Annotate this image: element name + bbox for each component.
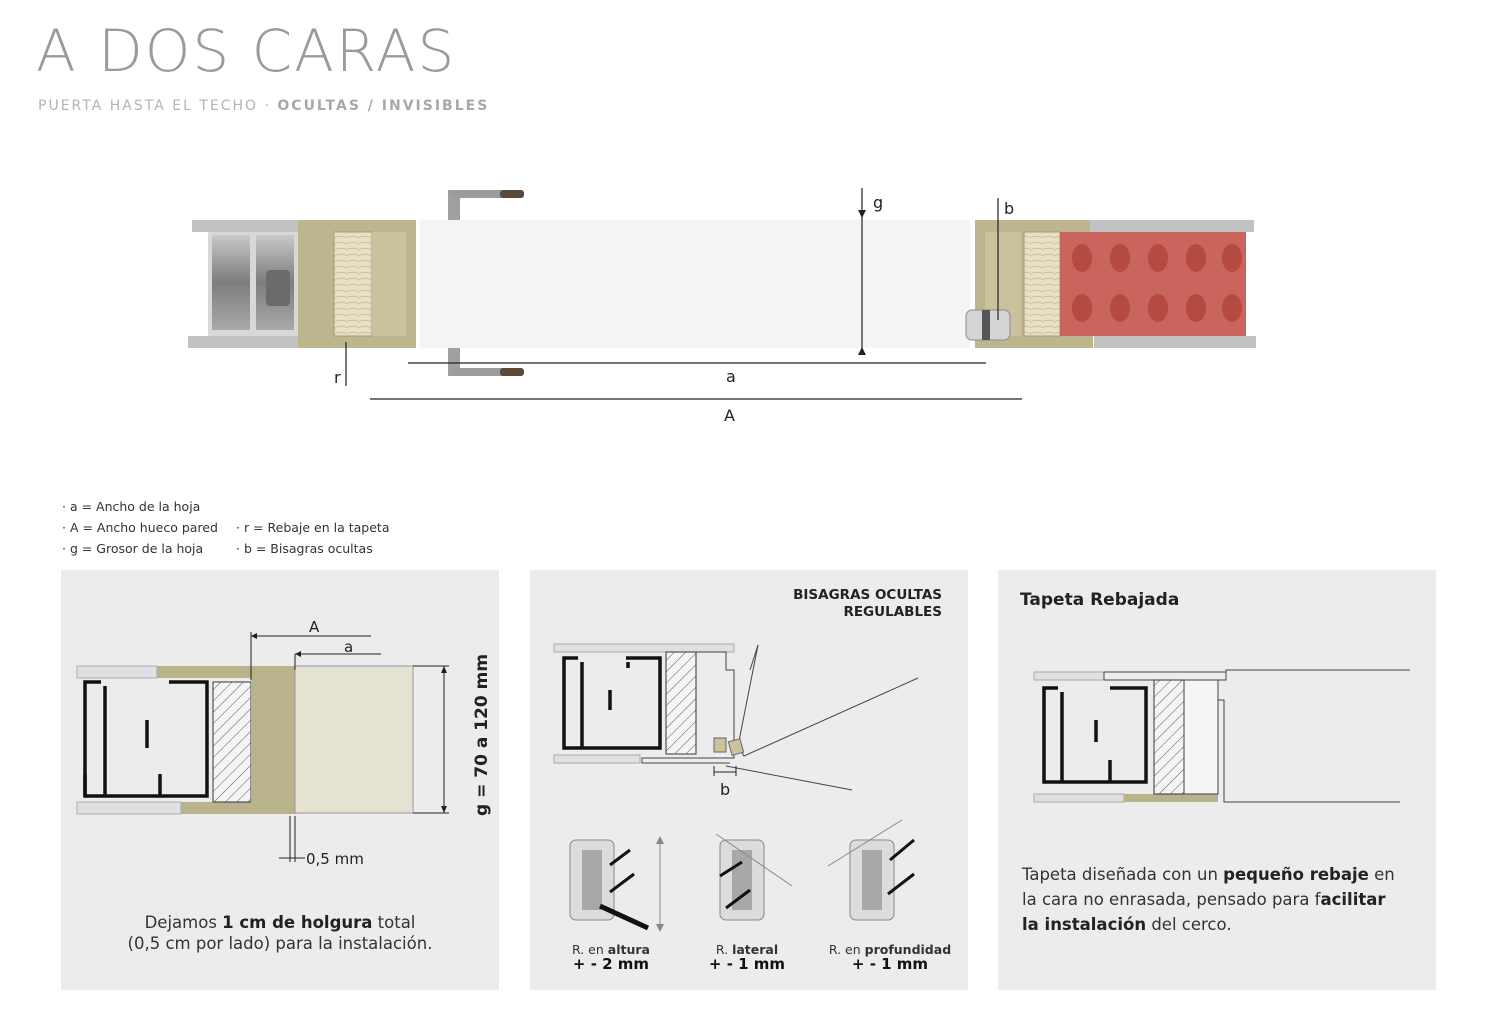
left-jamb <box>372 232 406 336</box>
p2-adjust-depth: R. en profundidad + - 1 mm <box>820 942 960 972</box>
page-title: A DOS CARAS <box>36 17 457 85</box>
p2-heading-line1: BISAGRAS OCULTAS <box>793 587 942 603</box>
adjust-depth-pre: R. en <box>828 942 865 957</box>
hinge-lateral-illustration <box>715 833 793 921</box>
p1-gap-label: 0,5 mm <box>306 850 364 868</box>
p1-caption: Dejamos 1 cm de holgura total (0,5 cm po… <box>61 912 499 954</box>
p3-t3b: la instalación <box>1022 915 1147 934</box>
right-wall-top <box>1090 220 1254 232</box>
brick <box>1060 232 1246 336</box>
p2-label-b: b <box>720 780 730 799</box>
label-b: b <box>1004 199 1014 218</box>
adjust-depth-value: + - 1 mm <box>851 955 929 973</box>
hinge-depth-illustration <box>827 819 915 921</box>
p1-text-bold: 1 cm de holgura <box>222 913 373 932</box>
p1-label-g: g = 70 a 120 mm <box>472 654 492 816</box>
hinge-core <box>982 310 990 340</box>
p1-text-line2: (0,5 cm por lado) para la instalación. <box>127 934 433 953</box>
p3-caption: Tapeta diseñada con un pequeño rebaje en… <box>1022 862 1422 937</box>
p2-adjust-height: R. en altura + - 2 mm <box>556 942 666 972</box>
door-leaf <box>420 220 970 348</box>
p2-heading-line2: REGULABLES <box>843 604 942 620</box>
p3-heading: Tapeta Rebajada <box>1020 590 1180 610</box>
legend-g: · g = Grosor de la hoja <box>62 541 204 556</box>
p3-t1: Tapeta diseñada con un <box>1022 865 1224 884</box>
p1-text-pre: Dejamos <box>144 913 223 932</box>
adjust-lateral-pre: R. <box>715 942 733 957</box>
subtitle-bold: OCULTAS / INVISIBLES <box>277 98 490 114</box>
right-wood-core <box>1023 231 1061 337</box>
right-wall-bottom <box>1094 336 1256 348</box>
steel-frame <box>208 232 298 336</box>
tapeta-diagram <box>1033 669 1410 803</box>
label-a: a <box>726 367 736 386</box>
p3-t3: del cerco. <box>1146 915 1232 934</box>
p3-t2: la cara no enrasada, pensado para f <box>1022 890 1321 909</box>
p1-label-a: a <box>344 638 353 656</box>
p2-heading: BISAGRAS OCULTAS REGULABLES <box>793 587 942 621</box>
label-g: g <box>873 193 883 212</box>
panel-clearance: A a g = 70 a 120 mm 0,5 mm Dejamos 1 cm … <box>61 570 499 990</box>
hinge-height-illustration <box>569 836 664 932</box>
adjust-lateral-bold: lateral <box>732 942 779 957</box>
left-wall-top <box>192 220 302 232</box>
panel-tapeta: Tapeta Rebajada Tapeta diseñada con un p… <box>998 570 1436 990</box>
p3-t2b: acilitar <box>1320 890 1386 909</box>
p3-t1c: en <box>1368 865 1395 884</box>
left-wall-bottom <box>188 336 302 348</box>
label-A: A <box>724 406 735 425</box>
clearance-diagram: A a g = 70 a 120 mm 0,5 mm <box>76 618 492 868</box>
door-section-diagram: g b r a A <box>188 188 1256 425</box>
adjust-height-value: + - 2 mm <box>572 955 650 973</box>
legend-b: · b = Bisagras ocultas <box>236 541 373 556</box>
panel-hinges: BISAGRAS OCULTAS REGULABLES b <box>530 570 968 990</box>
handle-bottom <box>448 348 524 376</box>
adjust-height-bold: altura <box>607 942 650 957</box>
handle-top <box>448 190 524 220</box>
adjust-depth-bold: profundidad <box>864 942 952 957</box>
legend-a: · a = Ancho de la hoja <box>62 499 201 514</box>
hinge-diagram: b <box>553 643 919 932</box>
subtitle-main: PUERTA HASTA EL TECHO · <box>38 98 278 114</box>
legend-r: · r = Rebaje en la tapeta <box>236 520 390 535</box>
p2-adjust-lateral: R. lateral + - 1 mm <box>692 942 802 972</box>
p1-text-post: total <box>372 913 416 932</box>
p1-label-A: A <box>309 618 320 636</box>
p3-t1b: pequeño rebaje <box>1223 865 1369 884</box>
adjust-lateral-value: + - 1 mm <box>708 955 786 973</box>
label-r: r <box>334 368 341 387</box>
legend-A: · A = Ancho hueco pared <box>62 520 218 535</box>
page-subtitle: PUERTA HASTA EL TECHO · OCULTAS / INVISI… <box>38 98 489 114</box>
left-wood-core <box>333 231 373 337</box>
adjust-height-pre: R. en <box>572 942 608 957</box>
